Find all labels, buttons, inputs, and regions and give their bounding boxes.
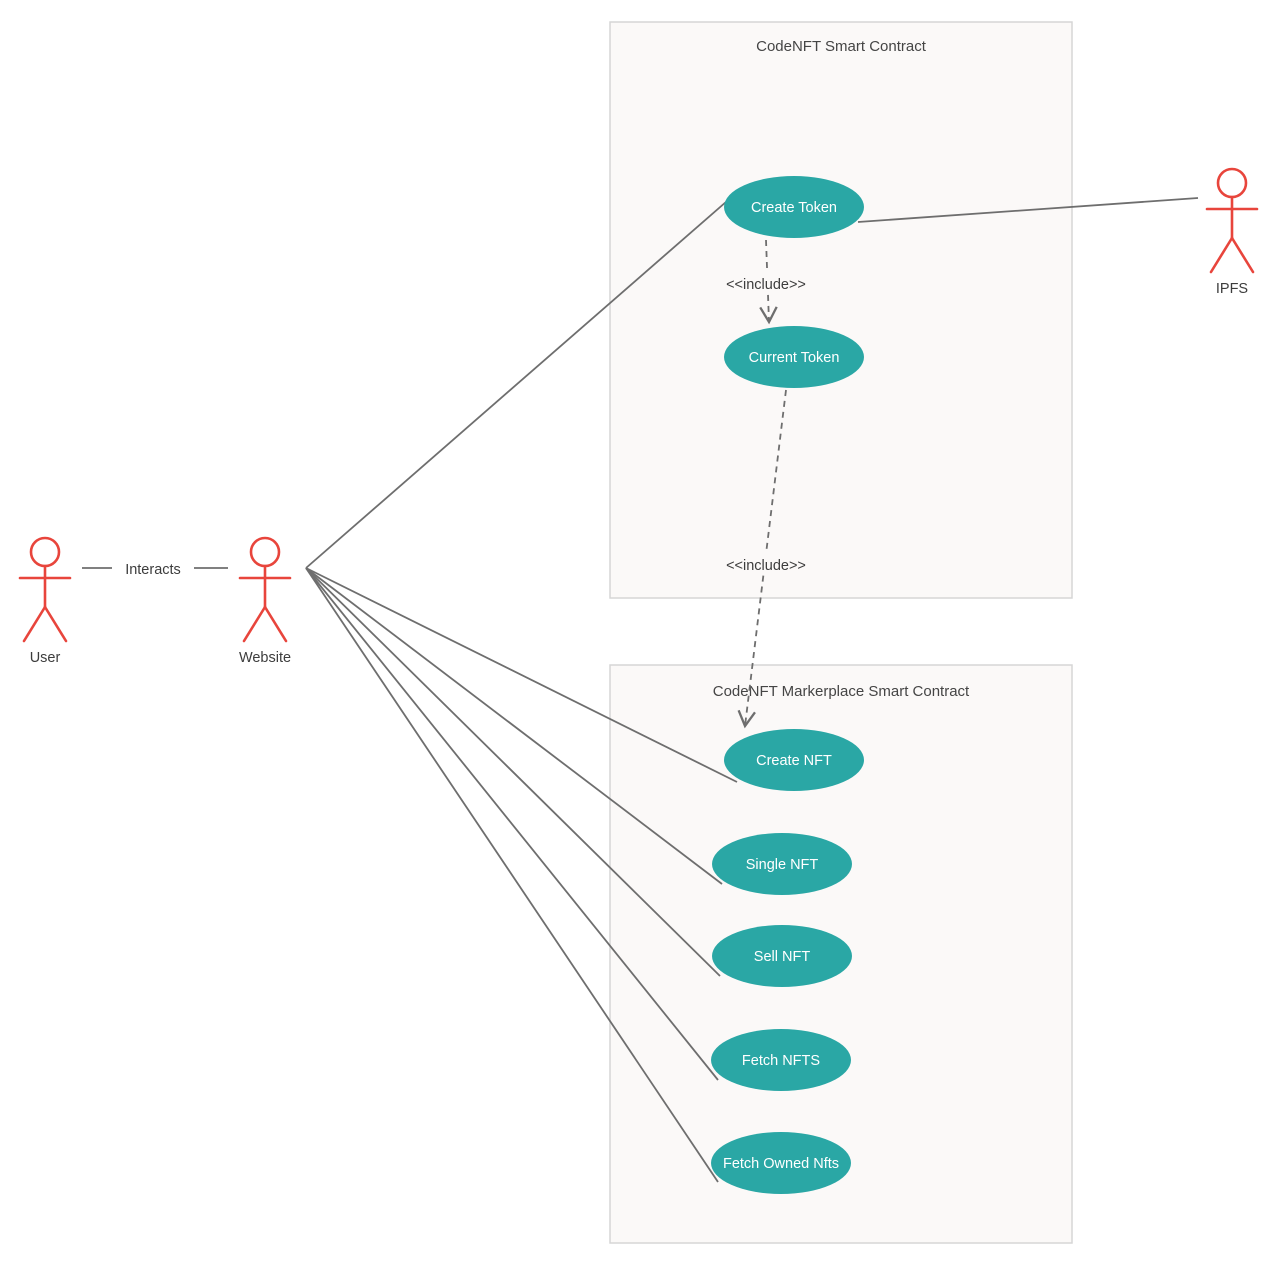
use-case-label: Sell NFT — [754, 949, 811, 965]
use-case-ellipse[interactable] — [724, 729, 864, 791]
actor-label: Website — [239, 650, 291, 666]
use-case-label: Create NFT — [756, 753, 832, 769]
use-case-label: Current Token — [749, 350, 840, 366]
association-website-fetch-owned-nfts — [305, 567, 719, 1183]
package-title: CodeNFT Smart Contract — [756, 38, 927, 55]
association-website-create-nft — [305, 567, 738, 783]
use-case-create-token[interactable]: Create Token — [724, 176, 864, 238]
use-case-create-nft[interactable]: Create NFT — [724, 729, 864, 791]
use-case-label: Create Token — [751, 200, 837, 216]
include-label-2: <<include>> — [726, 558, 806, 574]
use-case-ellipse[interactable] — [712, 925, 852, 987]
use-case-ellipse[interactable] — [724, 326, 864, 388]
include-label-backdrop-1 — [712, 272, 816, 294]
actor-user[interactable]: User — [18, 536, 72, 666]
include-label-1: <<include>> — [726, 277, 806, 293]
use-case-ellipse[interactable] — [711, 1029, 851, 1091]
stick-figure-icon — [238, 536, 292, 643]
package-codenft-smart-contract: CodeNFT Smart Contract — [609, 21, 1073, 599]
interacts-label-backdrop — [112, 556, 194, 580]
package-frame — [609, 21, 1073, 599]
use-case-sell-nft[interactable]: Sell NFT — [712, 925, 852, 987]
use-case-ellipse[interactable] — [712, 833, 852, 895]
stick-figure-icon — [18, 536, 72, 643]
association-lines — [82, 187, 1199, 1183]
use-case-ellipse[interactable] — [724, 176, 864, 238]
association-website-create-token — [305, 187, 743, 569]
actor-website[interactable]: Website — [238, 536, 292, 666]
actor-ipfs[interactable]: IPFS — [1205, 167, 1259, 297]
use-case-fetch-owned-nfts[interactable]: Fetch Owned Nfts — [711, 1132, 851, 1194]
use-case-current-token[interactable]: Current Token — [724, 326, 864, 388]
use-case-label: Fetch Owned Nfts — [723, 1156, 839, 1172]
include-create-token-to-current-token — [759, 239, 778, 325]
association-website-single-nft — [305, 567, 723, 885]
use-case-single-nft[interactable]: Single NFT — [712, 833, 852, 895]
actor-label: User — [30, 650, 61, 666]
actor-label: IPFS — [1216, 281, 1248, 297]
association-label-interacts: Interacts — [125, 562, 181, 578]
association-website-sell-nft — [305, 567, 721, 977]
package-title: CodeNFT Markerplace Smart Contract — [713, 683, 970, 700]
use-case-label: Fetch NFTS — [742, 1053, 820, 1069]
use-case-ellipse[interactable] — [711, 1132, 851, 1194]
stick-figure-icon — [1205, 167, 1259, 274]
association-ipfs-create-token — [857, 197, 1199, 223]
use-case-fetch-nfts[interactable]: Fetch NFTS — [711, 1029, 851, 1091]
association-website-fetch-nfts — [305, 567, 719, 1081]
use-case-label: Single NFT — [746, 857, 819, 873]
include-label-backdrop-2 — [712, 553, 816, 575]
